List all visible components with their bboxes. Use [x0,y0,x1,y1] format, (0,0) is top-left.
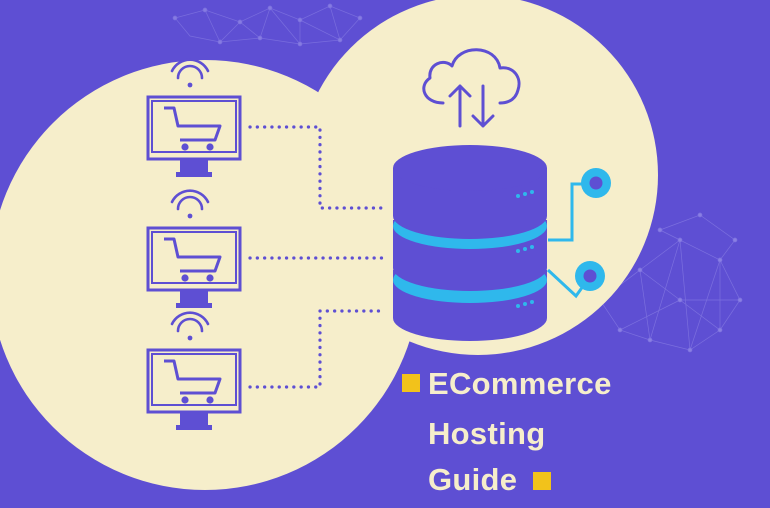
database-server-icon [393,145,611,341]
title-line-3: Guide [428,462,518,497]
title-line-2: Hosting [428,416,546,451]
title-line-1: ECommerce [428,366,612,401]
network-mesh-decoration [172,3,363,47]
cloud-sync-icon [422,48,521,128]
accent-square [533,472,551,490]
background-blob [0,0,658,490]
network-mesh-decoration-right [597,212,743,353]
connector-lines [248,125,387,389]
accent-square [402,374,420,392]
